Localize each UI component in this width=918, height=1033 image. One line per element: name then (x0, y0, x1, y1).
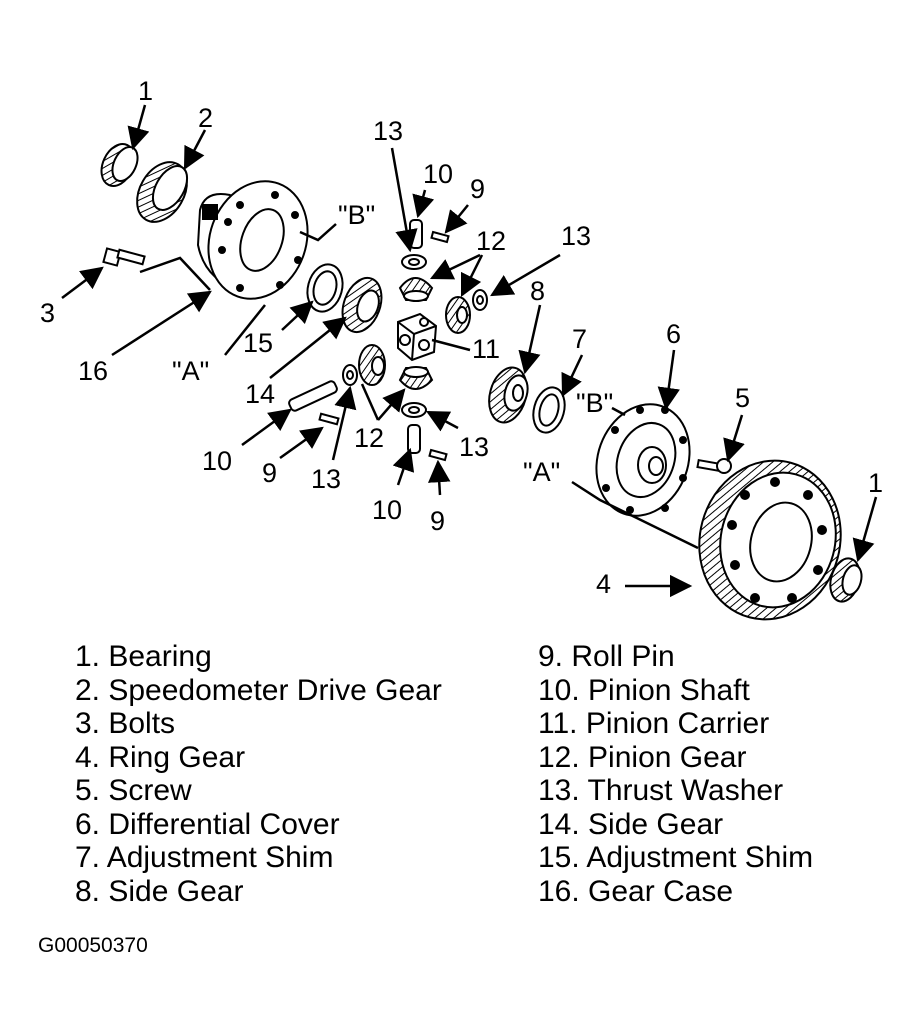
legend-item-3: 3. Bolts (75, 707, 176, 740)
callout-2-speedometer-gear: 2 (198, 103, 213, 133)
legend-item-9: 9. Roll Pin (538, 640, 675, 673)
bearing-right-part (829, 557, 863, 603)
bearing-left-part (100, 143, 139, 187)
legend-right-column: 9. Roll Pin 10. Pinion Shaft 11. Pinion … (538, 640, 813, 908)
adjustment-shim-7-part (532, 386, 566, 434)
legend-item-12: 12. Pinion Gear (538, 740, 747, 774)
roll-pin-left-part (318, 412, 340, 426)
pinion-shaft-left-part (288, 380, 338, 412)
differential-cover-part (595, 403, 691, 517)
thrust-washer-top-part (401, 254, 427, 270)
legend-item-11: 11. Pinion Carrier (538, 707, 770, 740)
callout-13-thrust-washer-left: 13 (311, 464, 341, 494)
callout-16-gear-case: 16 (78, 356, 108, 386)
legend-item-7: 7. Adjustment Shim (75, 841, 334, 874)
legend-item-2: 2. Speedometer Drive Gear (75, 673, 442, 707)
pinion-gear-left-part (358, 344, 386, 386)
exploded-differential-diagram: 1 2 3 16 "B" "A" 13 10 9 12 13 15 14 11 … (40, 76, 883, 621)
legend-item-4: 4. Ring Gear (75, 740, 246, 774)
callout-9-roll-pin-left: 9 (262, 458, 277, 488)
legend-item-6: 6. Differential Cover (75, 807, 340, 841)
roll-pin-top-part (430, 230, 450, 244)
ring-gear-part (698, 459, 842, 621)
callout-13-thrust-washer-top: 13 (373, 116, 403, 146)
callout-8-side-gear: 8 (530, 276, 545, 306)
bolt-part (102, 247, 146, 267)
callout-b-left: "B" (338, 200, 375, 230)
callout-b-right: "B" (576, 388, 613, 418)
roll-pin-bottom-part (428, 448, 448, 462)
pinion-shaft-bottom-part (407, 424, 421, 454)
callout-4-ring-gear: 4 (596, 569, 611, 599)
callout-13-thrust-washer-bottom: 13 (459, 432, 489, 462)
side-gear-14-part (341, 276, 383, 334)
callout-13-thrust-washer-right: 13 (561, 221, 591, 251)
callout-3-bolts: 3 (40, 298, 55, 328)
adjustment-shim-15-part (306, 263, 344, 313)
legend-left-column: 1. Bearing 2. Speedometer Drive Gear 3. … (75, 640, 442, 908)
callout-a-right: "A" (523, 457, 560, 487)
figure-id: G00050370 (38, 934, 148, 957)
legend-item-15: 15. Adjustment Shim (538, 841, 814, 874)
thrust-washer-bottom-part (401, 402, 427, 418)
legend-item-5: 5. Screw (75, 774, 192, 807)
callout-10-pinion-shaft-top: 10 (423, 159, 453, 189)
side-gear-8-part (488, 366, 529, 424)
callout-10-pinion-shaft-left: 10 (202, 446, 232, 476)
callout-1-bearing: 1 (138, 76, 153, 106)
callout-12-pinion-gear-top: 12 (476, 226, 506, 256)
callout-9-roll-pin-top: 9 (470, 174, 485, 204)
pinion-gear-top-part (398, 277, 434, 302)
screw-part (696, 458, 732, 474)
thrust-washer-right-part (472, 289, 488, 311)
pinion-carrier-part (397, 312, 438, 362)
callout-1-bearing-right: 1 (868, 468, 883, 498)
legend-item-8: 8. Side Gear (75, 874, 244, 908)
gear-case-part (196, 180, 309, 300)
callout-14-side-gear: 14 (245, 379, 275, 409)
speedometer-drive-gear-part (136, 161, 189, 223)
callout-9-roll-pin-bottom: 9 (430, 506, 445, 536)
callout-15-adjustment-shim: 15 (243, 328, 273, 358)
callout-11-pinion-carrier: 11 (472, 334, 500, 364)
callout-12-pinion-gear-bottom: 12 (354, 423, 384, 453)
callout-a-left: "A" (172, 356, 209, 386)
legend-item-10: 10. Pinion Shaft (538, 673, 750, 707)
pinion-shaft-top-part (409, 219, 423, 249)
legend-item-16: 16. Gear Case (538, 874, 734, 908)
pinion-gear-right-part (445, 296, 471, 334)
callout-6-differential-cover: 6 (666, 319, 681, 349)
pinion-gear-bottom-part (398, 366, 434, 390)
callout-7-adjustment-shim: 7 (572, 324, 587, 354)
legend-item-13: 13. Thrust Washer (538, 774, 784, 807)
legend-item-14: 14. Side Gear (538, 807, 724, 841)
callout-10-pinion-shaft-bottom: 10 (372, 495, 402, 525)
callout-5-screw: 5 (735, 383, 750, 413)
thrust-washer-left-part (342, 364, 358, 386)
legend-item-1: 1. Bearing (75, 640, 212, 673)
